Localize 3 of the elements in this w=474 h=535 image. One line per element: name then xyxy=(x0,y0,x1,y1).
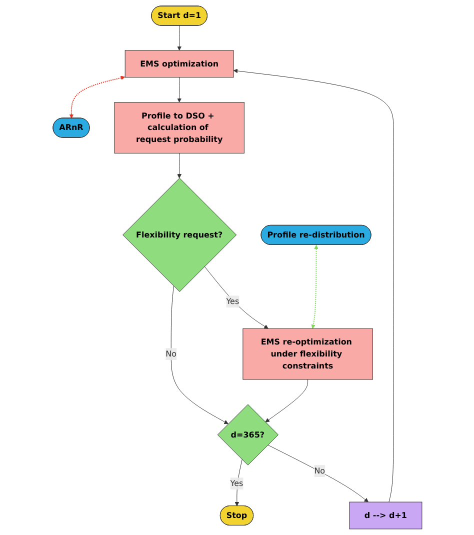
arrow xyxy=(68,76,125,118)
arrow xyxy=(204,266,268,329)
arrow xyxy=(310,244,318,329)
